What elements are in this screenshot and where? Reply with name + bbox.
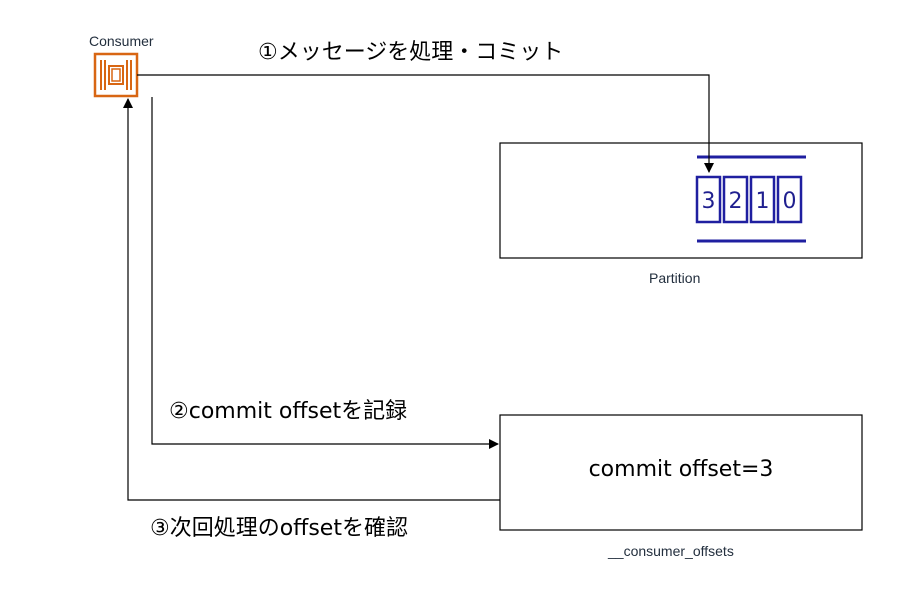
processor-chip-icon xyxy=(93,52,139,98)
partition-cell: 1 xyxy=(749,175,776,224)
partition-cell-label: 0 xyxy=(783,189,797,214)
step-3-label: ③次回処理のoffsetを確認 xyxy=(150,516,408,541)
partition-cell-label: 2 xyxy=(729,189,743,214)
partition-cell-label: 3 xyxy=(702,189,716,214)
partition-cell-label: 1 xyxy=(756,189,770,214)
partition-cell: 0 xyxy=(776,175,803,224)
offsets-store-box xyxy=(499,414,863,531)
partition-cell: 2 xyxy=(722,175,749,224)
edge-check-offset xyxy=(123,98,500,501)
step-1-label: ①メッセージを処理・コミット xyxy=(258,40,564,65)
edge-record-offset xyxy=(151,97,499,449)
partition-cell: 3 xyxy=(695,175,722,224)
offsets-store-label: __consumer_offsets xyxy=(608,543,734,559)
edge-process-commit xyxy=(137,74,714,173)
partition-label: Partition xyxy=(649,270,701,286)
offsets-store-content: commit offset=3 xyxy=(588,457,774,482)
consumer-label: Consumer xyxy=(89,33,154,49)
step-2-label: ②commit offsetを記録 xyxy=(169,399,408,424)
partition-box xyxy=(499,142,863,259)
